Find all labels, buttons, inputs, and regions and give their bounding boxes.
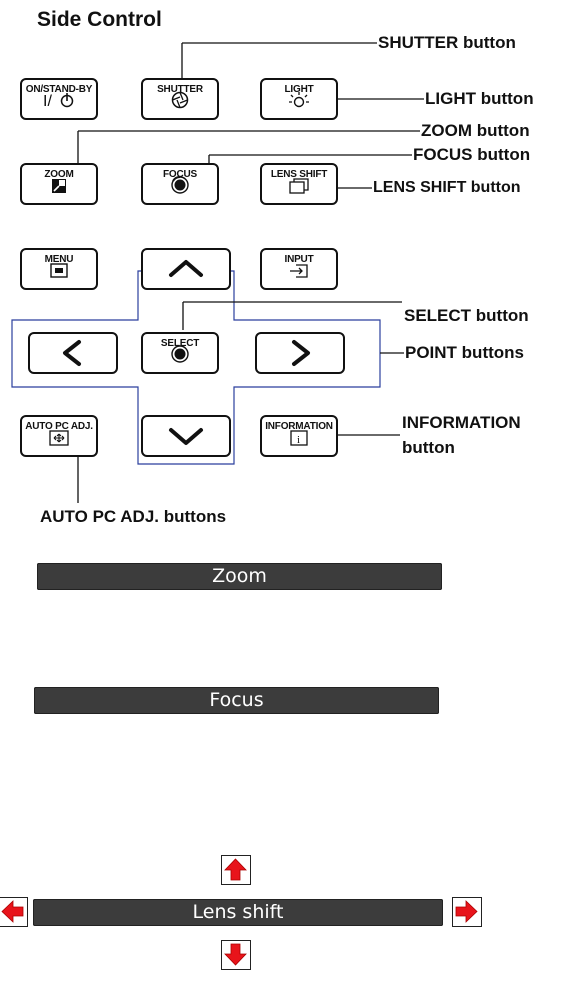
- information-button[interactable]: INFORMATION i: [260, 415, 338, 457]
- menu-button[interactable]: MENU: [20, 248, 98, 290]
- arrow-left-icon: [63, 340, 81, 366]
- light-button[interactable]: LIGHT: [260, 78, 338, 120]
- page-title: Side Control: [37, 8, 162, 31]
- svg-text:i: i: [297, 434, 300, 446]
- shutter-icon: [143, 90, 217, 115]
- on-standby-button[interactable]: ON/STAND-BY I/: [20, 78, 98, 120]
- light-icon: [262, 90, 336, 115]
- arrow-up-icon: [169, 260, 203, 277]
- menu-icon: [22, 262, 96, 285]
- shutter-callout: SHUTTER button: [378, 33, 516, 52]
- lens-shift-icon: [262, 177, 336, 200]
- lens-shift-up-arrow[interactable]: [221, 855, 251, 885]
- arrow-right-icon: [292, 340, 310, 366]
- information-icon: i: [262, 429, 336, 452]
- arrow-down-icon: [224, 943, 247, 966]
- lens-shift-osd-bar: Lens shift: [33, 899, 443, 926]
- lens-shift-left-arrow[interactable]: [0, 897, 28, 927]
- select-callout: SELECT button: [404, 306, 529, 325]
- focus-icon: [143, 175, 217, 200]
- shutter-button[interactable]: SHUTTER: [141, 78, 219, 120]
- zoom-callout: ZOOM button: [421, 121, 530, 140]
- power-icon: I/: [22, 90, 96, 115]
- zoom-button[interactable]: ZOOM: [20, 163, 98, 205]
- point-right-button[interactable]: [255, 332, 345, 374]
- information-callout: INFORMATION button: [402, 413, 521, 457]
- auto-pc-adj-callout: AUTO PC ADJ. buttons: [40, 507, 227, 526]
- point-left-button[interactable]: [28, 332, 118, 374]
- lens-shift-down-arrow[interactable]: [221, 940, 251, 970]
- select-button[interactable]: SELECT: [141, 332, 219, 374]
- focus-button[interactable]: FOCUS: [141, 163, 219, 205]
- point-down-button[interactable]: [141, 415, 231, 457]
- auto-pc-adj-button[interactable]: AUTO PC ADJ.: [20, 415, 98, 457]
- point-callout: POINT buttons: [405, 343, 524, 362]
- lens-shift-button[interactable]: LENS SHIFT: [260, 163, 338, 205]
- select-icon: [143, 344, 217, 369]
- light-callout: LIGHT button: [425, 89, 534, 108]
- arrow-down-icon: [169, 428, 203, 445]
- input-icon: [262, 262, 336, 285]
- arrow-right-icon: [455, 900, 478, 923]
- focus-osd-bar: Focus: [34, 687, 439, 714]
- focus-callout: FOCUS button: [413, 145, 531, 164]
- lens-shift-callout: LENS SHIFT button: [373, 179, 521, 196]
- zoom-osd-bar: Zoom: [37, 563, 442, 590]
- arrow-left-icon: [1, 900, 24, 923]
- zoom-icon: [22, 177, 96, 200]
- lens-shift-right-arrow[interactable]: [452, 897, 482, 927]
- svg-text:I/: I/: [43, 93, 52, 110]
- point-up-button[interactable]: [141, 248, 231, 290]
- arrow-up-icon: [224, 858, 247, 881]
- input-button[interactable]: INPUT: [260, 248, 338, 290]
- auto-pc-adj-icon: [22, 429, 96, 452]
